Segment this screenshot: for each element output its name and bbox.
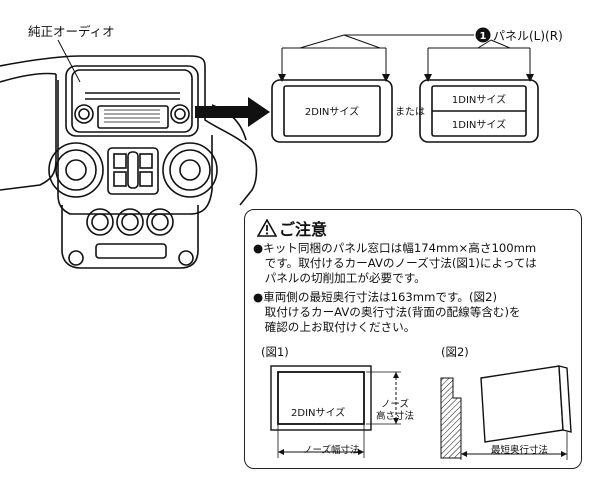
warning-icon (257, 219, 277, 237)
size-1din-bottom-text: 1DINサイズ (452, 118, 506, 131)
note-line: パネルの切削加工が必要です。 (253, 271, 426, 285)
stock-audio-leader (57, 39, 81, 83)
panel-number: 1 (480, 31, 487, 42)
note-line: 取付けるカーAVの奥行寸法(背面の配線等含む)を (253, 305, 521, 319)
note-line: です。取付けるカーAVのノーズ寸法(図1)によっては (253, 256, 537, 270)
stock-audio-label: 純正オーディオ (28, 24, 115, 39)
figure2-depth: 最短奥行寸法 (491, 445, 549, 456)
figure1-nose-height-2: 高さ寸法 (376, 411, 415, 422)
arrowhead (278, 74, 286, 82)
figure1-box-text: 2DINサイズ (291, 408, 346, 419)
figure2-diagram (440, 365, 572, 460)
arrowhead (526, 74, 534, 82)
note-line: ●キット同梱のパネル窓口は幅174mm×高さ100mm (253, 241, 537, 255)
figure1-nose-height-1: ノーズ (381, 399, 410, 410)
figure1-nose-width: ノーズ幅寸法 (303, 445, 360, 456)
panel-label: パネル(L)(R) (493, 29, 563, 43)
panel-1din (419, 79, 539, 143)
panel-leader-lines (281, 34, 531, 78)
size-1din-top-text: 1DINサイズ (452, 93, 506, 106)
figure2-label: (図2) (441, 345, 469, 359)
arrow-to-panel (195, 97, 270, 127)
figure1-diagram (270, 365, 401, 458)
figure1-label: (図1) (261, 345, 289, 359)
caution-title-row: ご注意 (257, 216, 327, 240)
or-text: または (395, 106, 425, 118)
dashboard-illustration (0, 55, 258, 269)
arrowhead (382, 74, 390, 82)
caution-notes-box: ご注意 ●キット同梱のパネル窓口は幅174mm×高さ100mm です。取付けるカ… (244, 209, 582, 469)
note-line: 確認の上お取付けください。 (253, 320, 416, 334)
note-line: ●車両側の最短奥行寸法は163mmです。(図2) (253, 290, 498, 304)
arrowhead (424, 74, 432, 82)
size-2din-text: 2DINサイズ (305, 105, 359, 118)
panel-number-badge (475, 27, 491, 43)
panel-2din (271, 79, 393, 143)
caution-title: ご注意 (279, 220, 328, 239)
